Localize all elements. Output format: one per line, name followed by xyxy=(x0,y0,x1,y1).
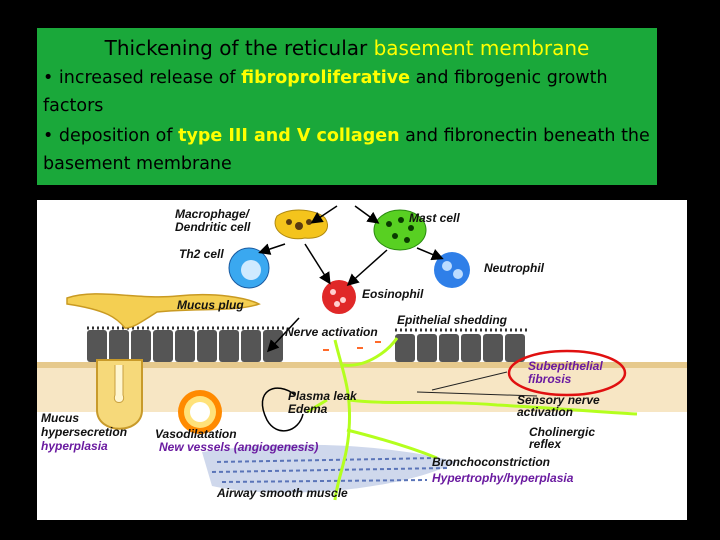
label-epithelial-shedding: Epithelial shedding xyxy=(397,313,508,327)
label-bronchoconstriction: Bronchoconstriction xyxy=(432,455,551,469)
label-hyperplasia: hyperplasia xyxy=(41,439,108,453)
bullet-1: • increased release of fibroproliferativ… xyxy=(43,68,608,116)
lamina-propria xyxy=(37,362,687,412)
th2-cell xyxy=(228,247,270,289)
title-highlight: basement membrane xyxy=(373,36,590,60)
smooth-muscle xyxy=(202,444,457,493)
label-sensory-activation: activation xyxy=(517,405,574,419)
bullet-1-highlight: fibroproliferative xyxy=(241,68,411,88)
label-reflex: reflex xyxy=(529,437,562,451)
nerve-fibers xyxy=(306,337,638,501)
label-new-vessels: New vessels (angiogenesis) xyxy=(159,440,319,454)
label-edema: Edema xyxy=(288,402,328,416)
label-eosinophil: Eosinophil xyxy=(362,287,424,301)
bullet-2-highlight: type III and V collagen xyxy=(178,126,400,146)
label-subepithelial: Subepithelial xyxy=(528,359,603,373)
label-hypertrophy: Hypertrophy/hyperplasia xyxy=(432,471,574,485)
label-mast-cell: Mast cell xyxy=(409,211,460,225)
pointer-lines xyxy=(416,371,538,397)
label-th2: Th2 cell xyxy=(179,247,224,261)
airway-diagram: Macrophage/ Dendritic cell Mast cell Th2… xyxy=(37,200,687,520)
eosinophil-cell xyxy=(322,280,356,314)
label-dendritic: Dendritic cell xyxy=(175,220,251,234)
epithelium-right xyxy=(395,328,527,362)
label-nerve-activation: Nerve activation xyxy=(285,325,378,339)
epithelium-left xyxy=(87,326,287,362)
label-sensory-nerve: Sensory nerve xyxy=(517,393,600,407)
label-vasodilatation: Vasodilatation xyxy=(155,427,237,441)
basement-membrane xyxy=(37,362,687,368)
slide-title: Thickening of the reticular basement mem… xyxy=(104,36,590,60)
label-cholinergic: Cholinergic xyxy=(529,425,596,439)
diagram-graphics xyxy=(37,205,687,501)
label-hypersecretion: hypersecretion xyxy=(41,425,128,439)
macrophage-cell xyxy=(274,209,328,240)
neutrophil-cell xyxy=(434,252,470,288)
blood-vessel xyxy=(178,390,222,434)
label-mucus-plug: Mucus plug xyxy=(177,298,244,312)
fibrosis-circle xyxy=(507,349,627,397)
mucus-plug xyxy=(66,293,261,329)
cell-arrows xyxy=(258,205,444,432)
header-panel: Thickening of the reticular basement mem… xyxy=(37,28,657,185)
label-plasma-leak: Plasma leak xyxy=(288,389,357,403)
label-macrophage: Macrophage/ xyxy=(175,207,250,221)
mast-cell xyxy=(373,209,427,251)
nerve-dashes xyxy=(323,341,381,351)
label-neutrophil: Neutrophil xyxy=(484,261,544,275)
mucus-gland xyxy=(96,359,143,430)
label-fibrosis: fibrosis xyxy=(528,372,572,386)
label-airway-smooth-muscle: Airway smooth muscle xyxy=(217,486,348,500)
label-mucus: Mucus xyxy=(41,411,80,425)
bullet-2: • deposition of type III and V collagen … xyxy=(43,126,650,174)
